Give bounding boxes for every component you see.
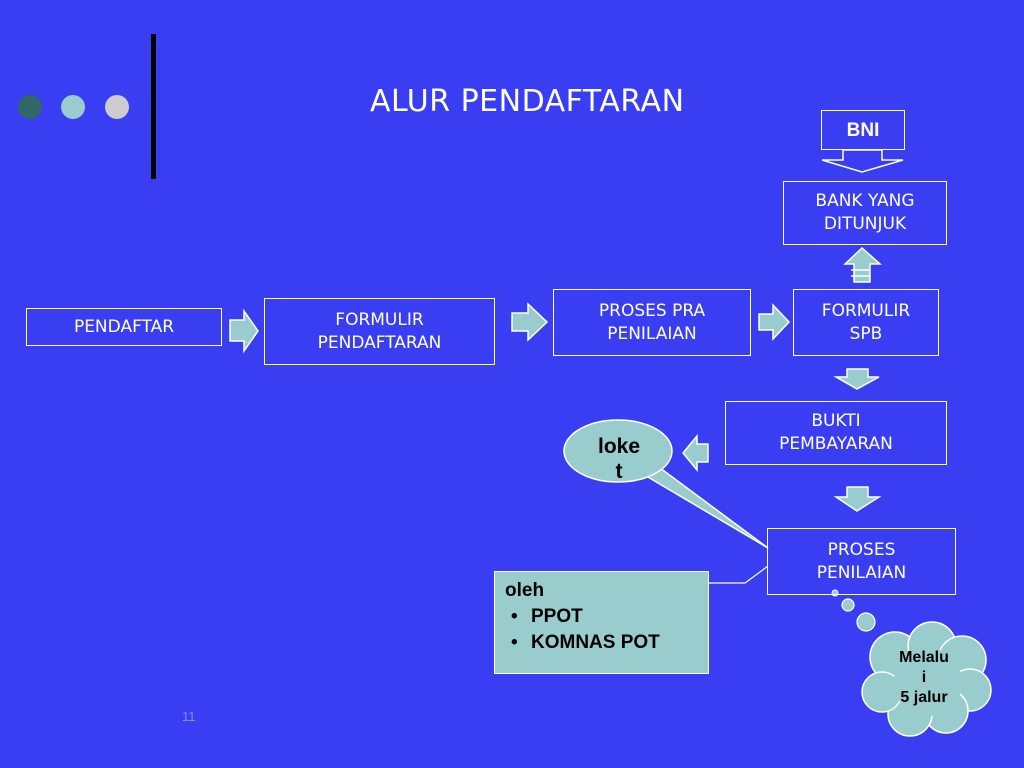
- bukti-box: BUKTI PEMBAYARAN: [725, 401, 947, 465]
- proses-pra-box: PROSES PRA PENILAIAN: [553, 289, 751, 356]
- bni-box: BNI: [821, 110, 905, 150]
- thought-dot-3: [856, 612, 876, 632]
- page-number: 11: [182, 709, 196, 724]
- note-connector: [709, 565, 769, 584]
- decor-dot-3: [105, 95, 129, 119]
- bank-box: BANK YANG DITUNJUK: [783, 181, 947, 245]
- formulir-pendaftaran-box: FORMULIR PENDAFTARAN: [264, 298, 495, 365]
- pendaftar-box: PENDAFTAR: [26, 308, 222, 346]
- arrow-right-2: [511, 302, 549, 342]
- arrow-left-loket: [682, 433, 709, 473]
- formulir-spb-box: FORMULIR SPB: [793, 289, 939, 356]
- loket-bubble: [563, 419, 673, 483]
- arrow-down-bni: [821, 149, 904, 173]
- melalui-text: Melalu i 5 jalur: [899, 649, 949, 706]
- note-box: oleh PPOT KOMNAS POT: [494, 571, 709, 674]
- arrow-right-1: [229, 308, 259, 354]
- arrow-down-spb: [833, 368, 880, 390]
- loket-text: loke t: [597, 435, 641, 483]
- decor-dot-2: [61, 95, 85, 119]
- note-list: PPOT KOMNAS POT: [505, 604, 698, 656]
- arrow-down-bukti: [833, 486, 882, 512]
- arrow-right-3: [758, 303, 791, 341]
- arrow-up-bank: [843, 246, 882, 283]
- slide-title: ALUR PENDAFTARAN: [370, 84, 685, 119]
- proses-penilaian-box: PROSES PENILAIAN: [767, 528, 956, 595]
- note-heading: oleh: [505, 580, 545, 601]
- note-item-komnas: KOMNAS POT: [511, 630, 698, 656]
- decor-vertical-rule: [151, 34, 156, 179]
- thought-dot-2: [841, 598, 855, 612]
- melalui-cloud: [861, 621, 992, 737]
- note-item-ppot: PPOT: [511, 604, 698, 630]
- decor-dot-1: [18, 95, 42, 119]
